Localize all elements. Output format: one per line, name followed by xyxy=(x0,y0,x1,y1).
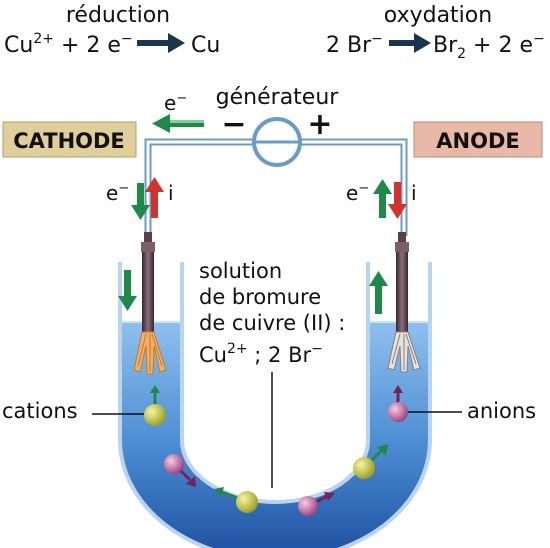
generator-plus: + xyxy=(307,107,332,142)
oxydation-arrow xyxy=(389,33,431,53)
anode-electron-arrow-up xyxy=(373,179,392,218)
anion-ion xyxy=(298,492,335,516)
reduction-left: Cu xyxy=(4,33,33,58)
generator-label: générateur xyxy=(216,85,340,110)
anions-label: anions xyxy=(467,399,536,423)
cation-ion xyxy=(144,385,166,426)
svg-text:Br2 + 2 e−: Br2 + 2 e− xyxy=(433,31,545,62)
generator-electron-arrow xyxy=(152,114,204,133)
reduction-mid: + 2 e xyxy=(54,33,121,58)
anode-electron-arrow-inside xyxy=(369,271,388,314)
generator-symbol xyxy=(252,117,302,167)
solution-label: solution de bromure de cuivre (II) : Cu2… xyxy=(199,259,345,367)
oxydation-right-tail: + 2 e xyxy=(466,33,533,58)
cations-label: cations xyxy=(2,399,78,423)
anion-ion xyxy=(388,385,408,422)
oxydation-right: Br xyxy=(433,33,458,58)
oxydation-right-sup: − xyxy=(533,31,545,47)
solution-line4: Cu2+ ; 2 Br− xyxy=(199,341,323,367)
reduction-arrow xyxy=(137,33,185,53)
anion-ion xyxy=(164,454,196,487)
svg-text:2 Br−: 2 Br− xyxy=(326,31,383,58)
generator-minus: − xyxy=(221,107,246,142)
cathode-badge: CATHODE xyxy=(2,121,137,158)
anode-current-label: i xyxy=(411,181,417,205)
solution-line3: de cuivre (II) : xyxy=(199,311,345,335)
cathode-electron-label: e− xyxy=(106,181,129,205)
cathode-current-label: i xyxy=(168,181,174,205)
reduction-equation: Cu2+ + 2 e− Cu xyxy=(4,31,220,58)
oxydation-right-sub: 2 xyxy=(457,46,466,62)
anode-electrode xyxy=(387,232,421,373)
cation-ion xyxy=(214,487,258,513)
oxydation-title: oxydation xyxy=(384,3,492,28)
anode-badge: ANODE xyxy=(413,121,543,158)
oxydation-equation: 2 Br− Br2 + 2 e− xyxy=(326,31,545,62)
generator-electron-label: e− xyxy=(164,91,187,115)
reduction-left-sup: 2+ xyxy=(33,31,54,47)
cation-ion xyxy=(353,444,388,479)
anode-current-arrow-down xyxy=(388,182,407,219)
reduction-right: Cu xyxy=(191,33,220,58)
cathode-electron-arrow-down xyxy=(131,183,150,220)
cathode-label: CATHODE xyxy=(13,129,125,153)
cathode-electrode xyxy=(133,232,167,375)
solution-line1: solution xyxy=(199,259,282,283)
anode-label: ANODE xyxy=(436,129,519,153)
cathode-electron-arrow-inside xyxy=(118,270,137,311)
svg-text:Cu2+ + 2 e−: Cu2+ + 2 e− xyxy=(4,31,133,58)
oxydation-left-sup: − xyxy=(371,31,383,47)
reduction-mid-sup: − xyxy=(121,31,133,47)
reduction-title: réduction xyxy=(66,3,170,28)
solution-liquid xyxy=(122,322,428,548)
solution-line2: de bromure xyxy=(199,285,321,309)
cathode-current-arrow-up xyxy=(145,177,164,218)
anode-electron-label: e− xyxy=(346,181,369,205)
oxydation-left: 2 Br xyxy=(326,33,372,58)
